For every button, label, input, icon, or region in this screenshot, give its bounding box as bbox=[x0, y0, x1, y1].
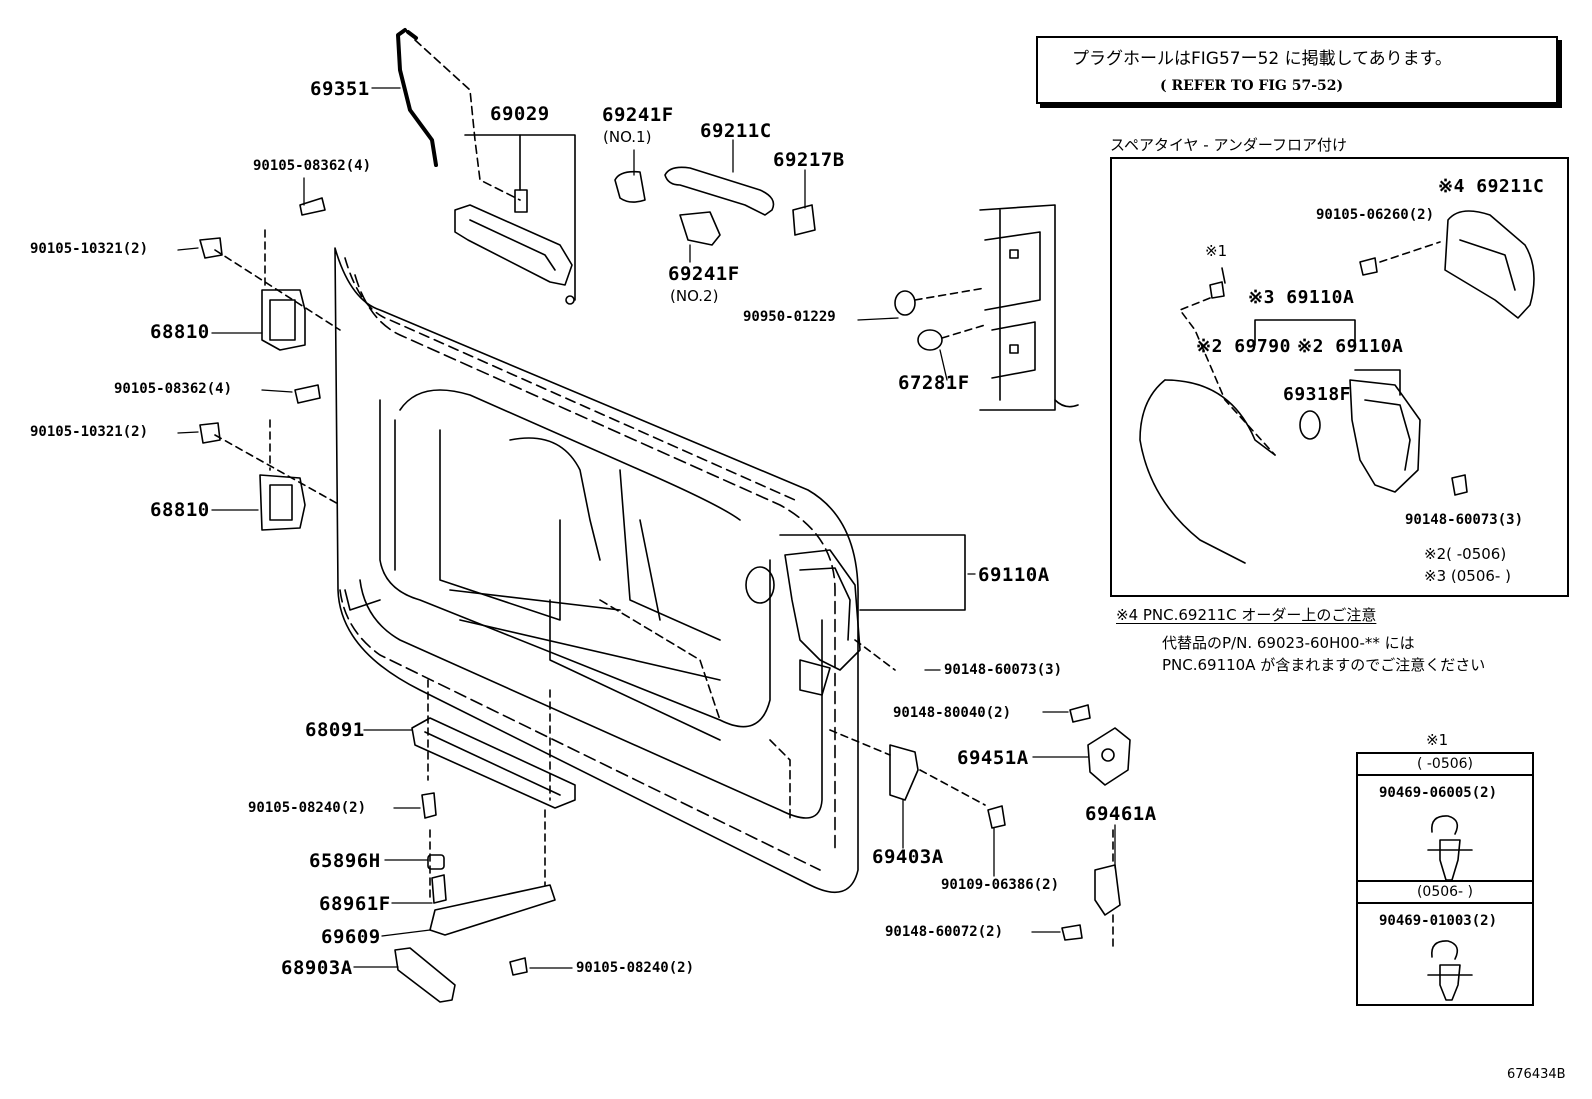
figure-id: 676434B bbox=[1507, 1067, 1566, 1082]
part-label-68903A[interactable]: 68903A bbox=[281, 957, 353, 979]
legend-part-90469-01003[interactable]: 90469-01003(2) bbox=[1379, 913, 1498, 929]
legend-row-2: (0506- ) bbox=[1358, 880, 1532, 904]
part-label-69211C[interactable]: 69211C bbox=[700, 120, 772, 142]
part-label-69241F-no2[interactable]: 69241F bbox=[668, 263, 740, 285]
remark-line-1: 代替品のP/N. 69023-60H00-** には bbox=[1162, 634, 1415, 652]
part-label-90105-10321-lower[interactable]: 90105-10321(2) bbox=[30, 424, 149, 440]
part-label-69217B[interactable]: 69217B bbox=[773, 149, 845, 171]
part-label-90148-60073[interactable]: 90148-60073(3) bbox=[944, 662, 1063, 678]
inset-label-69211C[interactable]: ※4 69211C bbox=[1438, 176, 1545, 197]
plug-drawings bbox=[894, 287, 986, 351]
part-label-65896H[interactable]: 65896H bbox=[309, 850, 381, 872]
part-label-69461A[interactable]: 69461A bbox=[1085, 803, 1157, 825]
hinge-drawings bbox=[199, 197, 341, 531]
part-label-90109-06386[interactable]: 90109-06386(2) bbox=[941, 877, 1060, 893]
inset-label-69790[interactable]: ※2 69790 bbox=[1196, 336, 1291, 357]
part-label-68810-lower[interactable]: 68810 bbox=[150, 499, 210, 521]
refer-notice-box: プラグホールはFIG57ー52 に掲載してあります。 ( REFER TO FI… bbox=[1036, 36, 1558, 104]
part-label-69609[interactable]: 69609 bbox=[321, 926, 381, 948]
part-label-90105-08240-right[interactable]: 90105-08240(2) bbox=[576, 960, 695, 976]
leader-lines bbox=[177, 87, 1116, 969]
part-label-90148-60072[interactable]: 90148-60072(2) bbox=[885, 924, 1004, 940]
remark-heading: ※4 PNC.69211C オーダー上のご注意 bbox=[1116, 606, 1377, 624]
clip-legend-table: ( -0506) (0506- ) bbox=[1356, 752, 1534, 1006]
inset-mark-1: ※1 bbox=[1205, 242, 1228, 260]
part-label-69351[interactable]: 69351 bbox=[310, 78, 370, 100]
inset-label-69110A-m3[interactable]: ※3 69110A bbox=[1248, 287, 1355, 308]
part-label-68810-upper[interactable]: 68810 bbox=[150, 321, 210, 343]
part-label-90148-80040[interactable]: 90148-80040(2) bbox=[893, 705, 1012, 721]
inset-label-90105-06260[interactable]: 90105-06260(2) bbox=[1316, 207, 1435, 223]
inset-label-69110A-m2[interactable]: ※2 69110A bbox=[1297, 336, 1404, 357]
part-label-69029[interactable]: 69029 bbox=[490, 103, 550, 125]
part-label-69110A[interactable]: 69110A bbox=[978, 564, 1050, 586]
part-label-90950-01229[interactable]: 90950-01229 bbox=[743, 309, 836, 325]
part-label-90105-08240-left[interactable]: 90105-08240(2) bbox=[248, 800, 367, 816]
part-label-67281F[interactable]: 67281F bbox=[898, 372, 970, 394]
part-label-90105-10321-upper[interactable]: 90105-10321(2) bbox=[30, 241, 149, 257]
part-label-69403A[interactable]: 69403A bbox=[872, 846, 944, 868]
inner-handle-drawing bbox=[454, 134, 576, 305]
clip-drawings bbox=[1427, 815, 1473, 1001]
door-panel-drawing bbox=[334, 247, 859, 894]
rod-drawing bbox=[396, 28, 521, 201]
outer-handle-drawing bbox=[614, 166, 816, 246]
part-note-no2: (NO.2) bbox=[670, 287, 719, 305]
part-label-69451A[interactable]: 69451A bbox=[957, 747, 1029, 769]
lower-channel-drawings bbox=[394, 679, 576, 1003]
part-label-90105-08362-upper[interactable]: 90105-08362(4) bbox=[253, 158, 372, 174]
inset-title: スペアタイヤ - アンダーフロア付け bbox=[1110, 136, 1347, 154]
part-label-68091[interactable]: 68091 bbox=[305, 719, 365, 741]
door-lock-drawing bbox=[745, 534, 966, 696]
inset-range-2: ※2( -0506) bbox=[1424, 545, 1507, 563]
spare-tire-inset bbox=[1110, 157, 1569, 597]
inset-drawings bbox=[1139, 210, 1535, 564]
striker-drawings bbox=[829, 704, 1131, 951]
part-label-69241F-no1[interactable]: 69241F bbox=[602, 104, 674, 126]
part-label-68961F[interactable]: 68961F bbox=[319, 893, 391, 915]
inset-label-90148-60073[interactable]: 90148-60073(3) bbox=[1405, 512, 1524, 528]
legend-row-1: ( -0506) bbox=[1358, 754, 1532, 776]
refer-notice-english: ( REFER TO FIG 57-52) bbox=[1160, 78, 1344, 94]
part-note-no1: (NO.1) bbox=[603, 128, 652, 146]
body-pillar-drawing bbox=[979, 204, 1079, 411]
inset-range-3: ※3 (0506- ) bbox=[1424, 567, 1511, 585]
remark-line-2: PNC.69110A が含まれますのでご注意ください bbox=[1162, 656, 1486, 674]
part-label-90105-08362-lower[interactable]: 90105-08362(4) bbox=[114, 381, 233, 397]
legend-mark: ※1 bbox=[1426, 731, 1449, 749]
inset-label-69318F[interactable]: 69318F bbox=[1283, 384, 1352, 405]
refer-notice-japanese: プラグホールはFIG57ー52 に掲載してあります。 bbox=[1072, 49, 1452, 69]
legend-part-90469-06005[interactable]: 90469-06005(2) bbox=[1379, 785, 1498, 801]
